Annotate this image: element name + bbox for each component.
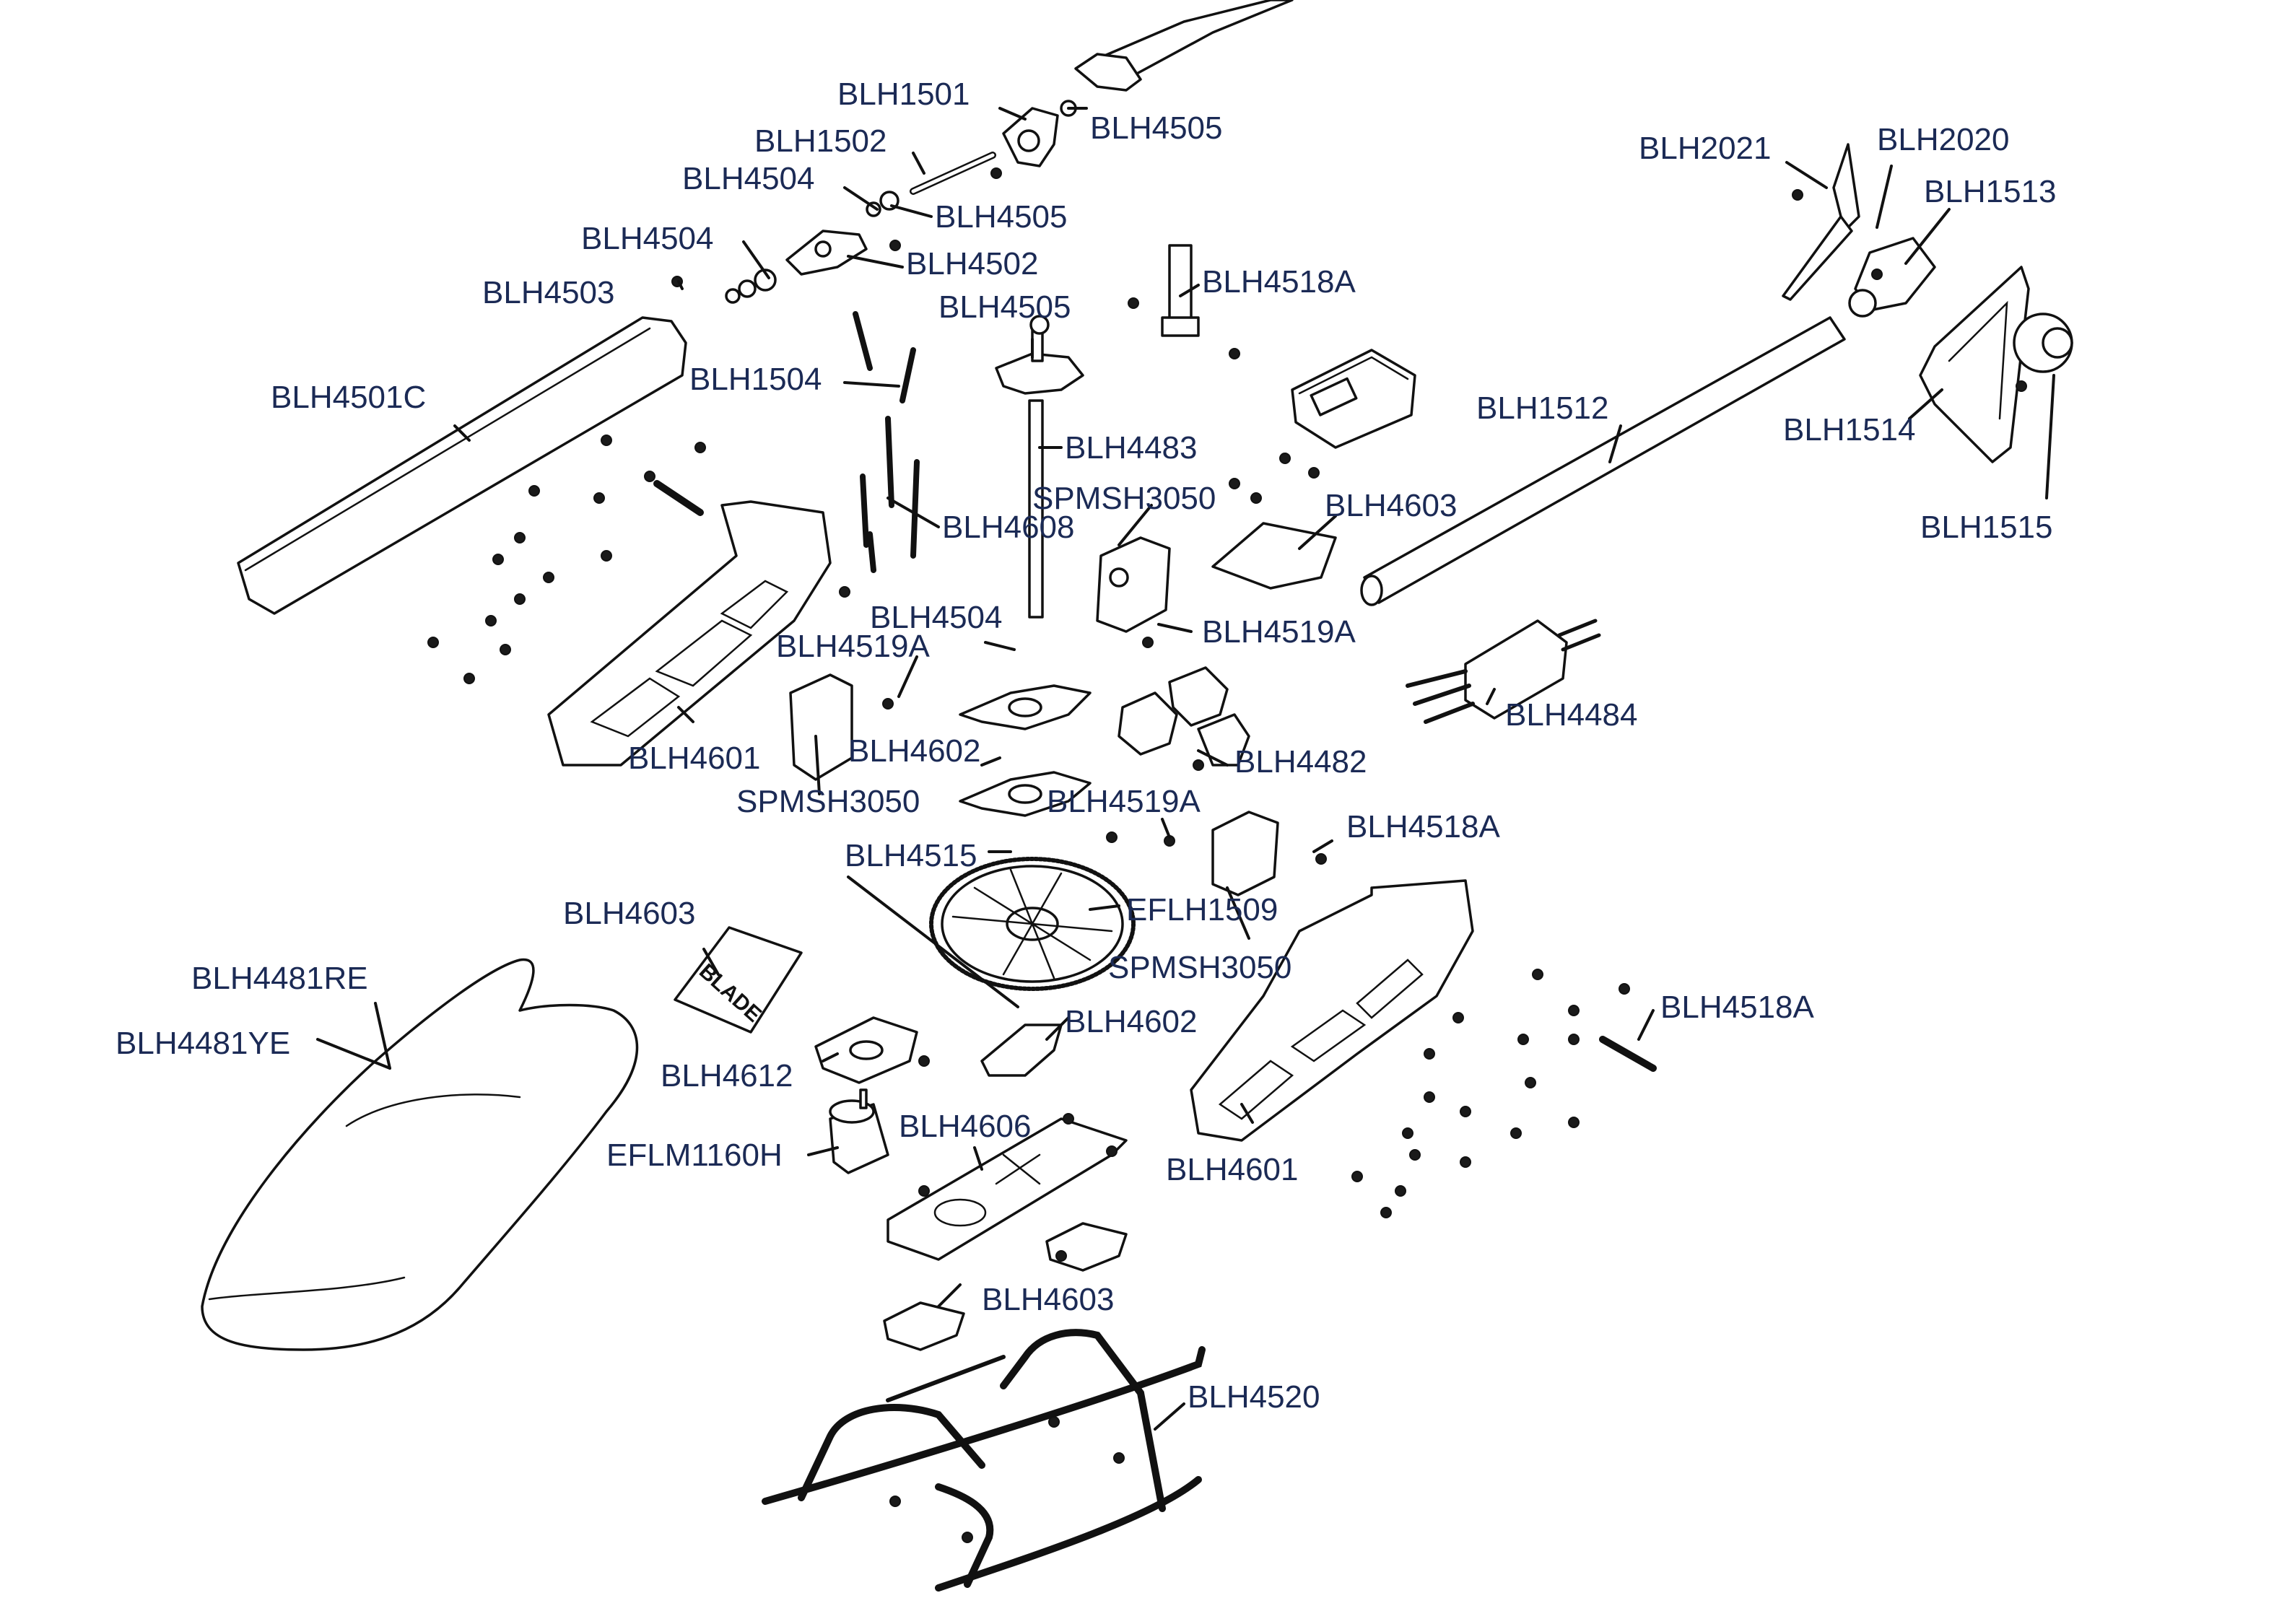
main-motor xyxy=(829,1088,889,1174)
label-blh4503: BLH4503 xyxy=(482,275,614,310)
label-blh4518a-c: BLH4518A xyxy=(1660,990,1814,1025)
servo-left xyxy=(789,673,853,781)
label-blh1501: BLH1501 xyxy=(837,77,970,112)
servo-top xyxy=(1096,536,1171,633)
label-blh1502: BLH1502 xyxy=(754,123,886,159)
label-blh2020: BLH2020 xyxy=(1877,122,2009,157)
label-blh4505-c: BLH4505 xyxy=(938,289,1071,325)
receiver-unit xyxy=(1291,349,1416,449)
label-blh4519a-a: BLH4519A xyxy=(776,629,930,664)
decal-sheet: BLADE xyxy=(674,926,803,1034)
tail-drive-arm xyxy=(980,1023,1063,1077)
skid-bracket-lower xyxy=(883,1301,965,1351)
blade-grip-upper xyxy=(1002,107,1059,167)
canopy xyxy=(201,958,639,1351)
label-blh4518a-a: BLH4518A xyxy=(1202,264,1356,300)
swashplate-lower xyxy=(959,771,1092,817)
tail-boom xyxy=(1360,316,1846,606)
linkage-rods xyxy=(853,311,920,573)
part-number-labels: BLH4501C BLH1501 BLH1502 BLH4505 BLH4504… xyxy=(116,77,2056,1415)
label-blh4518a-b: BLH4518A xyxy=(1346,809,1500,844)
main-rotor-blade-right xyxy=(1074,0,1294,92)
label-blh1513: BLH1513 xyxy=(1924,174,2056,209)
label-blh4482: BLH4482 xyxy=(1234,744,1367,780)
bearing-blocks xyxy=(1118,666,1250,767)
blade-grip-lower xyxy=(785,230,868,276)
label-blh4504-b: BLH4504 xyxy=(581,221,713,256)
label-blh4519a-b: BLH4519A xyxy=(1202,614,1356,650)
anti-rotation-bracket xyxy=(1161,244,1200,337)
label-blh4602-a: BLH4602 xyxy=(848,733,980,769)
label-blh4481re: BLH4481RE xyxy=(191,961,368,996)
main-rotor-blade-left xyxy=(237,316,687,615)
label-blh4504-c: BLH4504 xyxy=(870,600,1002,635)
label-blh4612: BLH4612 xyxy=(661,1058,793,1093)
label-spmsh3050-b: SPMSH3050 xyxy=(736,784,920,819)
motor-mount xyxy=(814,1016,918,1084)
swashplate-upper xyxy=(959,684,1092,730)
servo-mount-plate xyxy=(1211,522,1337,590)
label-blh4484: BLH4484 xyxy=(1505,697,1637,733)
label-blh4519a-c: BLH4519A xyxy=(1047,784,1201,819)
label-spmsh3050-c: SPMSH3050 xyxy=(1108,950,1291,985)
label-blh1514: BLH1514 xyxy=(1783,412,1915,448)
label-spmsh3050-a: SPMSH3050 xyxy=(1032,481,1216,516)
skid-bracket-upper xyxy=(1045,1222,1128,1272)
main-shaft xyxy=(1028,399,1044,619)
tail-motor xyxy=(2013,313,2073,373)
frame-spacer-rod xyxy=(653,480,704,516)
label-blh4502: BLH4502 xyxy=(906,246,1038,281)
washout-hub xyxy=(995,315,1084,395)
tail-fin xyxy=(1919,266,2030,463)
servo-right-lower xyxy=(1211,811,1279,896)
label-blh4483: BLH4483 xyxy=(1065,430,1197,466)
label-blh4608: BLH4608 xyxy=(942,510,1074,545)
label-blh4601-a: BLH4601 xyxy=(628,741,760,776)
label-blh4603-b: BLH4603 xyxy=(563,896,695,931)
label-eflm1160h: EFLM1160H xyxy=(606,1138,783,1173)
landing-gear xyxy=(762,1329,1206,1592)
label-blh4501c: BLH4501C xyxy=(271,380,426,415)
main-gear xyxy=(929,857,1136,991)
label-blh4606: BLH4606 xyxy=(899,1109,1031,1144)
label-blh4602-b: BLH4602 xyxy=(1065,1004,1197,1039)
main-frame-right xyxy=(1190,879,1474,1142)
label-blh4520: BLH4520 xyxy=(1188,1379,1320,1415)
leader-lines xyxy=(316,107,2055,1431)
boom-support-rod xyxy=(1599,1036,1657,1072)
label-blh2021: BLH2021 xyxy=(1639,131,1771,166)
label-eflh1509: EFLH1509 xyxy=(1126,892,1278,927)
label-blh1512: BLH1512 xyxy=(1476,390,1608,426)
label-blh4603-c: BLH4603 xyxy=(982,1282,1114,1317)
screw-hardware xyxy=(427,167,2027,1543)
label-blh4505-a: BLH4505 xyxy=(1090,110,1222,146)
label-blh4603-a: BLH4603 xyxy=(1325,488,1457,523)
tail-rotor-assembly xyxy=(1782,143,1936,318)
main-frame-left xyxy=(547,500,832,767)
label-blh4601-b: BLH4601 xyxy=(1166,1152,1298,1187)
label-blh4515: BLH4515 xyxy=(845,838,977,873)
label-blh1515: BLH1515 xyxy=(1920,510,2052,545)
label-blh4481ye: BLH4481YE xyxy=(116,1026,290,1061)
label-blh4505-b: BLH4505 xyxy=(935,199,1067,235)
label-blh1504: BLH1504 xyxy=(689,362,822,397)
label-blh4504-a: BLH4504 xyxy=(682,161,814,196)
